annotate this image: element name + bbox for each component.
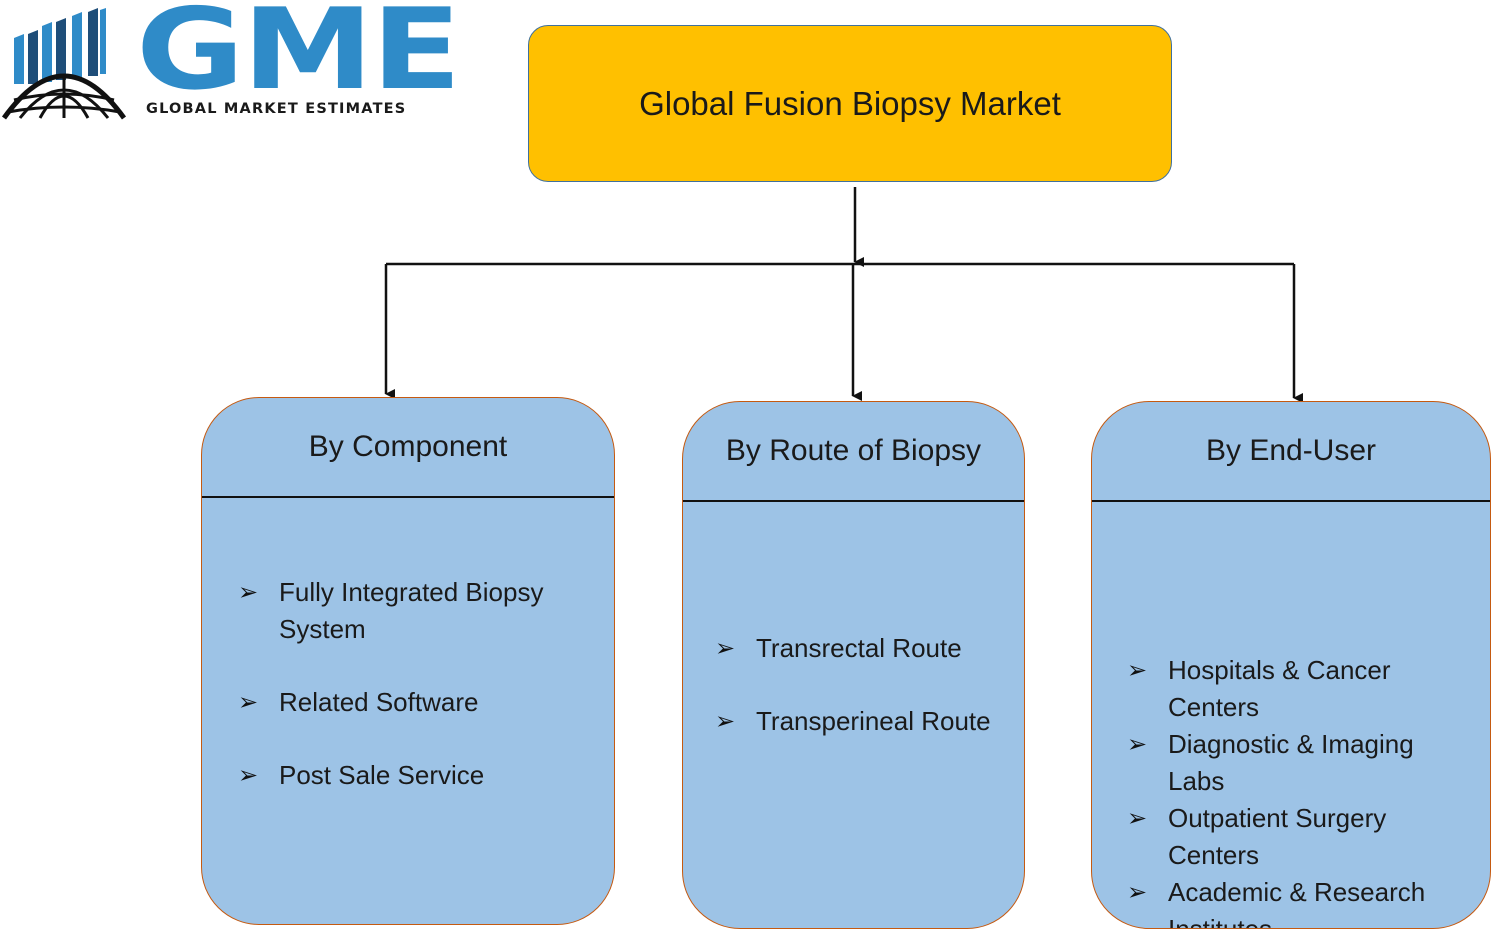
list-item: ➢ Hospitals & Cancer Centers <box>1127 652 1477 726</box>
category-title: By End-User <box>1092 402 1490 502</box>
logo-wordmark: GME <box>136 0 462 115</box>
root-node: Global Fusion Biopsy Market <box>528 25 1172 182</box>
category-card-end-user: By End-User ➢ Hospitals & Cancer Centers… <box>1091 401 1491 929</box>
category-body: ➢ Hospitals & Cancer Centers ➢ Diagnosti… <box>1092 502 1490 928</box>
list-item-label: Transperineal Route <box>756 706 991 736</box>
category-title: By Component <box>202 398 614 498</box>
list-item-label: Hospitals & Cancer Centers <box>1168 655 1391 722</box>
list-item: ➢ Related Software <box>238 684 598 721</box>
category-body: ➢ Fully Integrated Biopsy System ➢ Relat… <box>202 498 614 924</box>
list-item-label: Related Software <box>279 687 479 717</box>
category-card-component: By Component ➢ Fully Integrated Biopsy S… <box>201 397 615 925</box>
list-item: ➢ Transperineal Route <box>715 703 1015 740</box>
list-item: ➢ Fully Integrated Biopsy System <box>238 574 598 648</box>
category-item-list: ➢ Fully Integrated Biopsy System ➢ Relat… <box>238 574 598 830</box>
category-body: ➢ Transrectal Route ➢ Transperineal Rout… <box>683 502 1024 928</box>
arrow-bullet-icon: ➢ <box>715 708 736 735</box>
list-item-label: Diagnostic & Imaging Labs <box>1168 729 1414 796</box>
globe-chart-icon <box>1 8 127 120</box>
list-item-label: Transrectal Route <box>756 633 962 663</box>
list-item: ➢ Academic & Research Institutes <box>1127 874 1477 929</box>
list-item-label: Academic & Research Institutes <box>1168 877 1426 929</box>
list-item-label: Post Sale Service <box>279 760 485 790</box>
category-item-list: ➢ Transrectal Route ➢ Transperineal Rout… <box>715 630 1015 776</box>
arrow-bullet-icon: ➢ <box>1127 657 1148 684</box>
category-item-list: ➢ Hospitals & Cancer Centers ➢ Diagnosti… <box>1127 652 1477 929</box>
arrow-bullet-icon: ➢ <box>1127 731 1148 758</box>
arrow-bullet-icon: ➢ <box>1127 879 1148 906</box>
arrow-bullet-icon: ➢ <box>1127 805 1148 832</box>
arrow-bullet-icon: ➢ <box>238 762 259 789</box>
list-item-label: Outpatient Surgery Centers <box>1168 803 1387 870</box>
gme-logo: GME GLOBAL MARKET ESTIMATES <box>0 0 470 125</box>
category-card-route: By Route of Biopsy ➢ Transrectal Route ➢… <box>682 401 1025 929</box>
list-item: ➢ Outpatient Surgery Centers <box>1127 800 1477 874</box>
category-title: By Route of Biopsy <box>683 402 1024 502</box>
arrow-bullet-icon: ➢ <box>238 689 259 716</box>
arrow-bullet-icon: ➢ <box>238 579 259 606</box>
list-item: ➢ Diagnostic & Imaging Labs <box>1127 726 1477 800</box>
list-item-label: Fully Integrated Biopsy System <box>279 577 544 644</box>
arrow-bullet-icon: ➢ <box>715 635 736 662</box>
logo-tagline: GLOBAL MARKET ESTIMATES <box>146 101 407 117</box>
root-node-title: Global Fusion Biopsy Market <box>639 84 1061 122</box>
list-item: ➢ Post Sale Service <box>238 757 598 794</box>
list-item: ➢ Transrectal Route <box>715 630 1015 667</box>
